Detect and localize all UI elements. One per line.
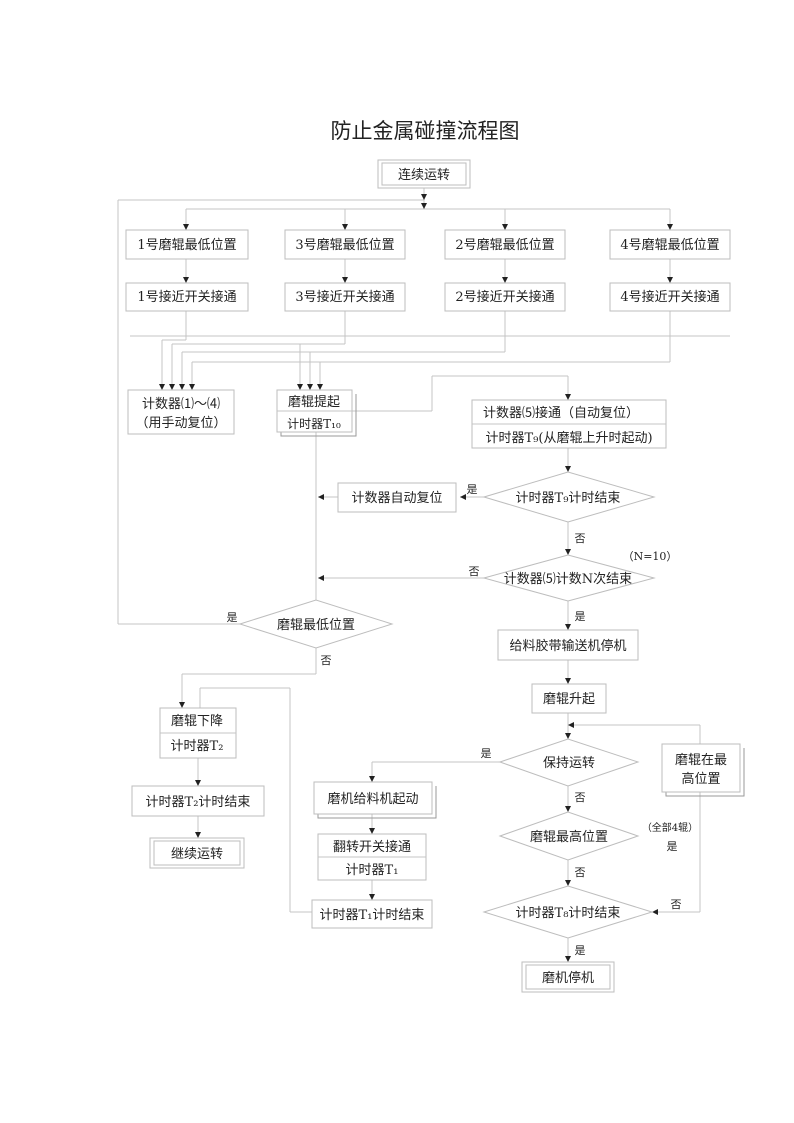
switch3-label: 3号接近开关接通: [295, 289, 394, 305]
n-yes-label: 是: [575, 610, 586, 623]
timer-t9-end-diamond: [482, 471, 656, 523]
keep-no-label: 否: [575, 791, 586, 804]
timer-t9-end-label: 计时器T₉计时结束: [516, 491, 621, 506]
timer-t8-end-diamond: [482, 885, 654, 939]
highest-yes-label: 是: [667, 840, 678, 853]
switch1-box: [125, 282, 249, 312]
roller1-low-label: 1号磨辊最低位置: [137, 238, 236, 253]
highest-no-label: 否: [575, 866, 586, 879]
t9-no-label: 否: [575, 532, 586, 545]
page-title: 防止金属碰撞流程图: [331, 119, 520, 143]
counter14-label-1: 计数器⑴～⑷: [142, 397, 220, 412]
switch4-box: [609, 282, 731, 312]
counter-auto-reset-label: 计数器自动复位: [351, 491, 442, 506]
feeder-stop-label: 给料胶带输送机停机: [509, 638, 626, 654]
n-no-label: 否: [469, 565, 480, 578]
roller-lowest-check-label: 磨辊最低位置: [277, 618, 355, 633]
roller4-low-label: 4号磨辊最低位置: [620, 238, 719, 253]
t9-yes-label: 是: [467, 483, 478, 496]
roller1-low-box: [125, 229, 249, 260]
keep-running-diamond: [498, 738, 640, 787]
keep-yes-label: 是: [481, 747, 492, 760]
timer-t2-end-box: [131, 785, 265, 817]
arrowheads: [159, 194, 673, 962]
roller3-low-box: [284, 229, 406, 260]
timer-t8-end-label: 计时器T₈计时结束: [516, 906, 621, 921]
roller-highest-diamond: [498, 811, 640, 861]
lowest-no-label: 否: [321, 654, 332, 667]
roller-rise-box: [531, 683, 607, 714]
counter14-label-2: （用手动复位）: [135, 416, 226, 431]
counter5-n-end-diamond: [482, 554, 656, 602]
roller-top-box: [661, 743, 741, 793]
continue-run-box: [153, 840, 241, 866]
roller4-low-box: [609, 229, 731, 260]
feeder-stop-box: [497, 629, 639, 661]
switch1-label: 1号接近开关接通: [137, 289, 236, 305]
counter14-box: [127, 389, 235, 435]
roller2-low-label: 2号磨辊最低位置: [455, 238, 554, 253]
roller2-low-box: [444, 229, 566, 260]
timer-t10-label: 计时器T₁₀: [287, 417, 341, 431]
t8-yes-label: 是: [575, 944, 586, 957]
mill-stop-label: 磨机停机: [542, 970, 594, 986]
lowest-yes-label: 是: [227, 611, 238, 624]
timer-t1-label: 计时器T₁: [346, 863, 399, 878]
flip-switch-label: 翻转开关接通: [333, 839, 411, 855]
roller-top-label-1: 磨辊在最: [675, 753, 727, 768]
roller3-low-label: 3号磨辊最低位置: [295, 238, 394, 253]
timer-t9-start-label: 计时器T₉(从磨辊上升时起动): [485, 431, 652, 446]
switch4-label: 4号接近开关接通: [620, 289, 719, 305]
timer-t2-end-label: 计时器T₂计时结束: [146, 795, 251, 810]
switch2-box: [444, 282, 566, 312]
mill-feed-start-box: [313, 781, 433, 815]
continuous-run-label: 连续运转: [398, 167, 450, 183]
timer-t1-end-label: 计时器T₁计时结束: [320, 908, 425, 923]
continue-run-label: 继续运转: [171, 847, 223, 862]
switch3-box: [284, 282, 406, 312]
switch2-label: 2号接近开关接通: [455, 289, 554, 305]
counter5-n-end-label: 计数器⑸计数N次结束: [504, 571, 632, 587]
n-note-label: （N=10）: [623, 550, 678, 563]
counter5-label: 计数器⑸接通（自动复位）: [483, 405, 639, 421]
mill-feed-start-label: 磨机给料机起动: [327, 792, 418, 807]
roller-lowest-check-diamond: [238, 599, 394, 649]
timer-t2-label: 计时器T₂: [171, 739, 224, 754]
all4-note-label: （全部4辊）: [642, 821, 698, 834]
roller-lift-label: 磨辊提起: [288, 394, 340, 410]
t8-no-label: 否: [671, 898, 682, 911]
counter-auto-reset-box: [337, 482, 457, 513]
mill-stop-box: [525, 964, 611, 990]
roller-rise-label: 磨辊升起: [543, 692, 595, 707]
continuous-run-box: [381, 162, 467, 186]
roller-highest-label: 磨辊最高位置: [530, 829, 608, 845]
roller-lower-label: 磨辊下降: [171, 714, 223, 729]
roller-top-label-2: 高位置: [681, 771, 720, 787]
timer-t1-end-box: [311, 899, 433, 929]
keep-running-label: 保持运转: [543, 756, 595, 771]
